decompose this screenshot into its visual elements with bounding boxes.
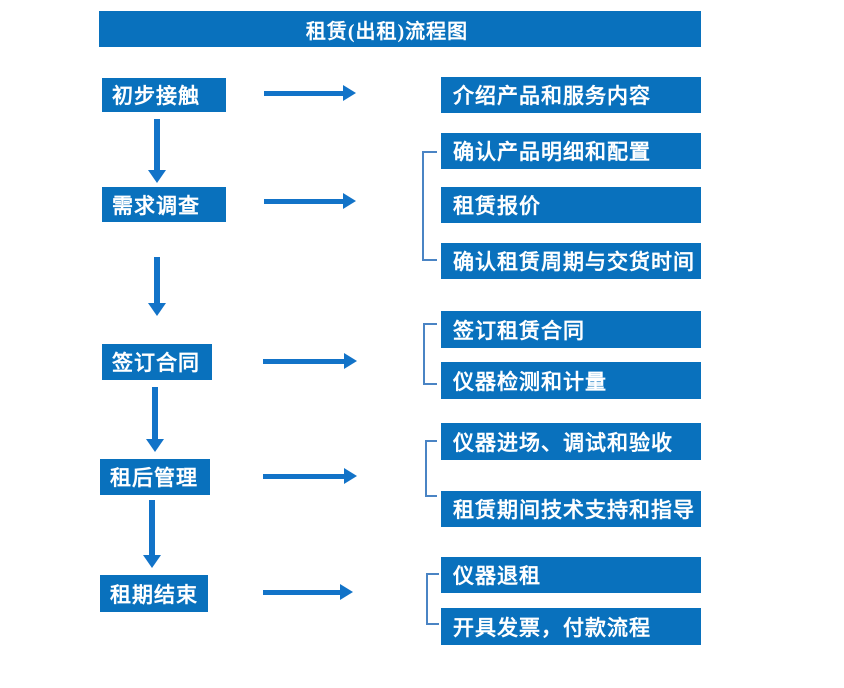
detail-label: 介绍产品和服务内容: [453, 84, 651, 108]
right-arrow-post-rental-management: [263, 468, 357, 484]
detail-label: 签订租赁合同: [453, 318, 585, 343]
arrow-head-icon: [344, 468, 357, 484]
arrow-shaft: [264, 90, 344, 96]
right-arrow-initial-contact: [264, 85, 356, 101]
detail-box-confirm-rental-period-delivery: 确认租赁周期与交货时间: [441, 243, 701, 279]
arrow-head-icon: [148, 170, 166, 183]
down-arrow-2: [148, 257, 166, 316]
detail-box-intro-products-services: 介绍产品和服务内容: [441, 77, 701, 113]
detail-label: 租赁期间技术支持和指导: [453, 498, 695, 522]
arrow-shaft: [264, 198, 344, 204]
detail-label: 仪器进场、调试和验收: [453, 430, 673, 455]
detail-box-rental-quote: 租赁报价: [441, 187, 701, 223]
step-label: 租后管理: [110, 466, 198, 490]
detail-box-instrument-arrival-debug-acceptance: 仪器进场、调试和验收: [441, 423, 701, 460]
detail-label: 开具发票，付款流程: [453, 615, 651, 640]
step-box-post-rental-management: 租后管理: [100, 459, 210, 495]
arrow-head-icon: [344, 353, 357, 369]
arrow-head-icon: [143, 555, 161, 568]
detail-box-instrument-return: 仪器退租: [441, 557, 701, 593]
down-arrow-1: [148, 119, 166, 183]
step-label: 需求调查: [112, 193, 200, 218]
arrow-shaft: [154, 257, 160, 304]
detail-box-instrument-inspection-calibration: 仪器检测和计量: [441, 362, 701, 399]
down-arrow-4: [143, 500, 161, 568]
step-label: 签订合同: [112, 351, 200, 375]
detail-label: 仪器退租: [453, 564, 541, 588]
right-arrow-sign-contract: [263, 353, 357, 369]
down-arrow-3: [146, 387, 164, 452]
bracket-post-rental-details: [425, 440, 437, 497]
arrow-shaft: [154, 119, 160, 171]
right-arrow-rental-end: [263, 584, 353, 600]
arrow-head-icon: [340, 584, 353, 600]
detail-box-confirm-product-details-config: 确认产品明细和配置: [441, 133, 701, 169]
arrow-head-icon: [146, 439, 164, 452]
step-label: 初步接触: [112, 84, 200, 108]
right-arrow-demand-survey: [264, 193, 356, 209]
bracket-demand-survey-details: [422, 151, 437, 261]
step-label: 租期结束: [110, 582, 198, 607]
arrow-shaft: [263, 358, 345, 364]
detail-box-invoice-payment-process: 开具发票，付款流程: [441, 608, 701, 645]
arrow-shaft: [263, 473, 345, 479]
detail-label: 租赁报价: [453, 194, 541, 218]
step-box-demand-survey: 需求调查: [102, 187, 226, 222]
flowchart-title: 租赁(出租)流程图: [305, 20, 469, 43]
bracket-sign-contract-details: [423, 323, 437, 385]
arrow-head-icon: [343, 193, 356, 209]
detail-box-sign-rental-contract: 签订租赁合同: [441, 311, 701, 348]
arrow-head-icon: [148, 303, 166, 316]
bracket-rental-end-details: [426, 573, 439, 625]
step-box-sign-contract: 签订合同: [102, 344, 212, 380]
arrow-shaft: [149, 500, 155, 556]
detail-box-technical-support-guidance: 租赁期间技术支持和指导: [441, 491, 701, 527]
step-box-initial-contact: 初步接触: [102, 78, 226, 112]
flowchart-title-bar: 租赁(出租)流程图: [99, 11, 701, 47]
detail-label: 确认租赁周期与交货时间: [453, 250, 695, 274]
arrow-shaft: [152, 387, 158, 440]
step-box-rental-end: 租期结束: [100, 575, 208, 612]
detail-label: 仪器检测和计量: [453, 369, 607, 394]
detail-label: 确认产品明细和配置: [453, 140, 651, 164]
arrow-shaft: [263, 589, 341, 595]
arrow-head-icon: [343, 85, 356, 101]
